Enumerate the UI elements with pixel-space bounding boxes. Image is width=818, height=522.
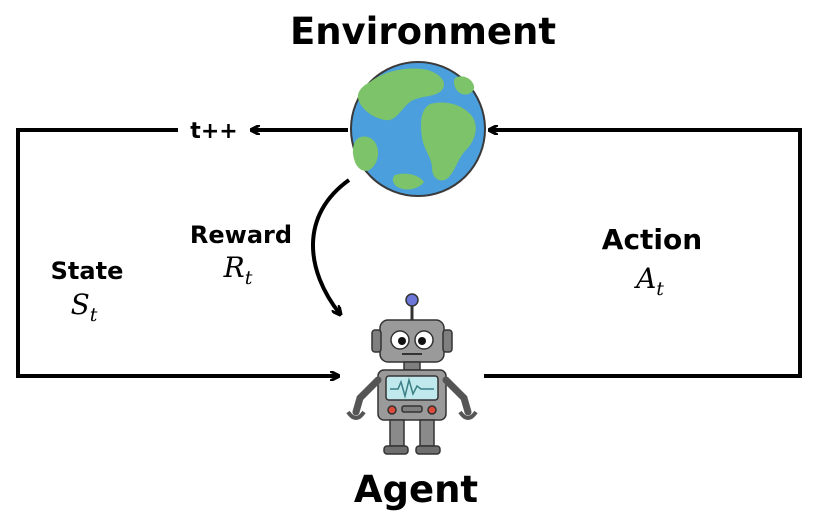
action-loop-line xyxy=(484,130,802,378)
state-loop-line xyxy=(16,128,338,376)
state-symbol: St xyxy=(71,288,98,326)
agent-title: Agent xyxy=(354,468,478,511)
reward-arrow xyxy=(311,178,351,314)
globe-icon xyxy=(350,61,486,197)
action-label: Action xyxy=(602,223,702,256)
reward-label: Reward xyxy=(190,221,292,249)
state-label: State xyxy=(51,257,124,285)
reward-symbol: Rt xyxy=(223,251,253,289)
action-symbol: At xyxy=(633,262,664,300)
time-step-label: t++ xyxy=(190,119,237,144)
robot-icon xyxy=(346,293,478,455)
environment-title: Environment xyxy=(290,10,556,53)
